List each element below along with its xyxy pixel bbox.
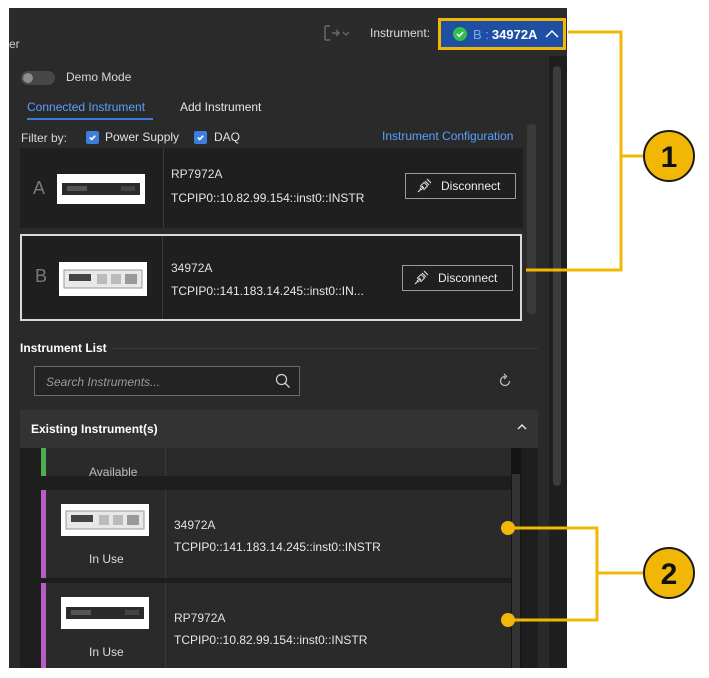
item-model: 34972A [174, 518, 216, 532]
instrument-list-scrollbar[interactable] [511, 448, 521, 668]
chevron-up-icon[interactable] [516, 422, 528, 432]
status-stripe [41, 583, 46, 668]
existing-instruments-section: Existing Instrument(s) Available [20, 410, 538, 668]
daq-label: DAQ [214, 130, 241, 144]
instrument-label: Instrument: [370, 26, 431, 40]
instrument-list: Available In Use 34972A TCPIP0::141.183.… [20, 448, 538, 668]
tab-add-instrument[interactable]: Add Instrument [180, 100, 262, 114]
instrument-thumbnail [59, 262, 147, 296]
instrument-list-title: Instrument List [20, 341, 107, 355]
power-supply-label: Power Supply [105, 130, 180, 144]
power-supply-checkbox[interactable] [86, 131, 99, 144]
slot-letter: B [35, 266, 48, 286]
cut-off-text: er [9, 37, 20, 51]
instrument-configuration-link[interactable]: Instrument Configuration [382, 129, 514, 143]
instrument-thumbnail [57, 174, 145, 204]
instrument-thumbnail [61, 504, 149, 536]
tab-connected-instrument[interactable]: Connected Instrument [27, 100, 146, 114]
unplug-icon [414, 270, 429, 285]
chevron-up-icon [545, 29, 559, 38]
search-placeholder: Search Instruments... [46, 375, 161, 389]
instrument-address: TCPIP0::141.183.14.245::inst0::IN... [171, 284, 364, 298]
refresh-icon[interactable] [497, 373, 513, 389]
item-status: In Use [89, 552, 124, 566]
connected-list-scrollbar[interactable] [527, 124, 536, 314]
instrument-model: 34972A [171, 261, 213, 275]
instrument-selector-button[interactable]: B : 34972A [438, 18, 566, 50]
search-instruments-input[interactable]: Search Instruments... [34, 366, 300, 396]
item-model: RP7972A [174, 611, 226, 625]
instrument-address: TCPIP0::10.82.99.154::inst0::INSTR [171, 191, 365, 205]
list-item-rp7972a[interactable]: In Use RP7972A TCPIP0::10.82.99.154::ins… [41, 583, 519, 668]
existing-instruments-header[interactable]: Existing Instrument(s) [20, 410, 538, 448]
instrument-thumbnail [61, 597, 149, 629]
active-tab-underline [27, 118, 153, 120]
disconnect-button-a[interactable]: Disconnect [405, 173, 516, 199]
connected-card-b[interactable]: B 34972A TCPIP0::141.183.14.245::inst0::… [20, 234, 522, 321]
daq-checkbox[interactable] [194, 131, 207, 144]
callout-2-dot-top [501, 521, 515, 535]
filter-label: Filter by: [21, 131, 68, 145]
panel-scrollbar[interactable] [549, 56, 567, 668]
selected-model: 34972A [491, 26, 538, 42]
top-bar: er Instrument: B : 34972A [9, 8, 567, 57]
disconnect-button-b[interactable]: Disconnect [402, 265, 513, 291]
callout-2-badge [643, 547, 695, 599]
item-status: Available [89, 465, 138, 479]
demo-mode-label: Demo Mode [66, 70, 132, 84]
selected-slot: B : [473, 26, 489, 42]
callout-2-number: 2 [661, 558, 678, 591]
callout-2-dot-bottom [501, 613, 515, 627]
unplug-icon [417, 178, 432, 193]
callout-1-bracket [526, 30, 623, 272]
list-item-available[interactable]: Available [41, 448, 519, 479]
app-window: er Instrument: B : 34972A Demo Mode Conn… [9, 8, 567, 668]
callout-1-badge [643, 130, 695, 182]
slot-letter: A [33, 178, 46, 198]
status-stripe [41, 490, 46, 578]
item-address: TCPIP0::10.82.99.154::inst0::INSTR [174, 633, 368, 647]
connected-check-icon [453, 27, 467, 41]
list-item-34972a[interactable]: In Use 34972A TCPIP0::141.183.14.245::in… [41, 490, 519, 578]
callout-2-bracket [508, 526, 599, 622]
item-status: In Use [89, 645, 124, 659]
instrument-model: RP7972A [171, 167, 223, 181]
existing-instruments-title: Existing Instrument(s) [31, 422, 158, 436]
status-stripe [41, 448, 46, 476]
search-icon[interactable] [275, 373, 291, 389]
callout-1-number: 1 [661, 141, 678, 174]
item-address: TCPIP0::141.183.14.245::inst0::INSTR [174, 540, 381, 554]
section-divider [113, 348, 538, 349]
demo-mode-toggle[interactable] [21, 71, 55, 85]
instrument-panel: Demo Mode Connected Instrument Add Instr… [9, 56, 549, 668]
sign-in-icon[interactable] [323, 23, 353, 43]
connected-card-a[interactable]: A RP7972A TCPIP0::10.82.99.154::inst0::I… [20, 148, 523, 228]
